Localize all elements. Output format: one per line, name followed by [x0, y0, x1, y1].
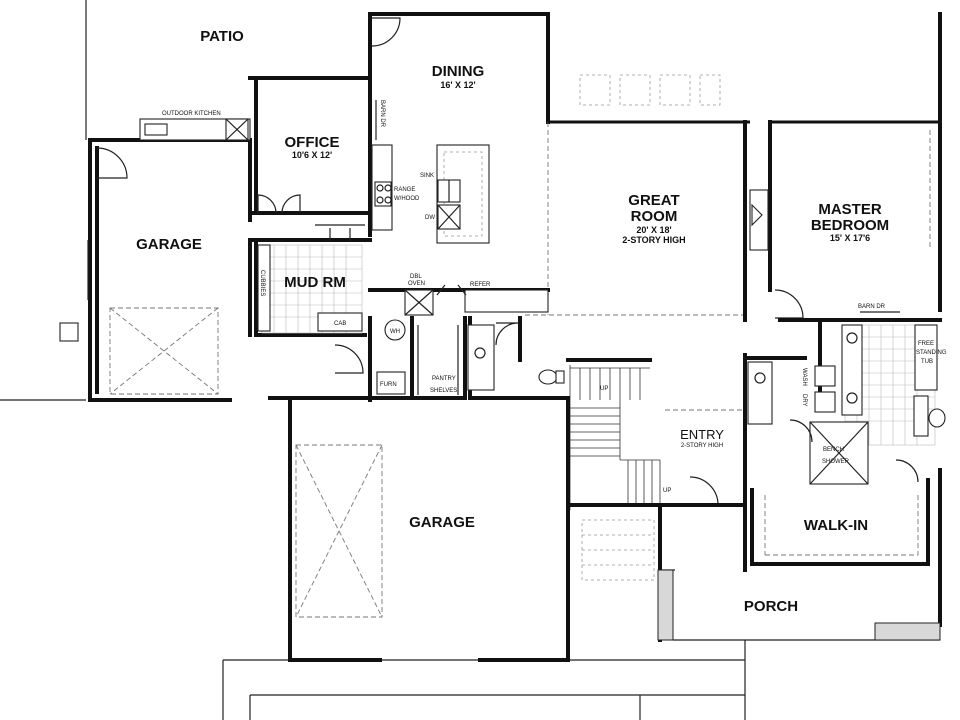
sink-label: SINK — [420, 173, 434, 179]
up-label-2: UP — [663, 488, 671, 494]
walk-in-label: WALK-IN — [804, 517, 868, 534]
dw-label: DW — [425, 215, 435, 221]
great-room-size: 20' X 18' — [636, 225, 671, 235]
dining-label: DINING — [432, 63, 485, 80]
wash-label: WASH — [801, 368, 807, 386]
main-garage-label: GARAGE — [409, 514, 475, 531]
hood-label: W/HOOD — [394, 196, 420, 202]
furn-label: FURN — [380, 382, 397, 388]
office-size: 10'6 X 12' — [292, 150, 332, 160]
kitchen-lower: DBL OVEN REFER PANTRY SHELVES FURN WH — [368, 274, 745, 400]
entry-note: 2-STORY HIGH — [681, 443, 723, 449]
post — [59, 322, 79, 342]
master-label-1: MASTER — [818, 201, 882, 218]
great-room — [548, 12, 942, 322]
patio-label: PATIO — [200, 28, 244, 45]
shower-label-2: SHOWER — [822, 459, 850, 465]
dry-label: DRY — [801, 394, 807, 407]
up-label-1: UP — [600, 386, 608, 392]
office-label: OFFICE — [285, 134, 340, 151]
tub-label-2: STANDING — [916, 350, 947, 356]
pantry-label-2: SHELVES — [430, 388, 457, 394]
room-labels: PATIO DINING 16' X 12' OFFICE 10'6 X 12'… — [136, 28, 889, 615]
great-room-label-2: ROOM — [631, 208, 678, 225]
dbl-oven-label-2: OVEN — [408, 281, 425, 287]
mud-room-label: MUD RM — [284, 274, 346, 291]
cubbies-label: CUBBIES — [259, 270, 265, 296]
cab-label: CAB — [334, 321, 346, 327]
tub-label-1: FREE — [918, 341, 934, 347]
stairs-entry: UP UP — [566, 358, 941, 642]
refer-label: REFER — [470, 282, 491, 288]
great-room-note: 2-STORY HIGH — [622, 235, 685, 245]
mud-room: CUBBIES CAB — [250, 224, 372, 374]
outdoor-kitchen-label: OUTDOOR KITCHEN — [162, 111, 221, 117]
pantry-label-1: PANTRY — [432, 376, 456, 382]
range-label: RANGE — [394, 187, 415, 193]
main-garage — [268, 396, 570, 662]
outdoor-kitchen: OUTDOOR KITCHEN — [139, 111, 251, 141]
master-size: 15' X 17'6 — [830, 233, 870, 243]
porch-label: PORCH — [744, 598, 798, 615]
left-garage-walls — [59, 138, 252, 402]
great-room-label-1: GREAT — [628, 192, 679, 209]
wh-label: WH — [390, 329, 400, 335]
dbl-oven-label-1: DBL — [410, 274, 422, 280]
entry-label: ENTRY — [680, 427, 724, 442]
dining-size: 16' X 12' — [440, 80, 475, 90]
barn-door-master-label: BARN DR — [858, 304, 886, 310]
left-garage-label: GARAGE — [136, 236, 202, 253]
dining-kitchen: RANGE W/HOOD SINK DW — [368, 12, 550, 315]
barn-door-office-label: BARN DR — [379, 100, 385, 128]
master-suite: BARN DR FREE STANDING TUB WASH DRY — [743, 289, 947, 627]
shower-label-1: BENCH — [823, 447, 844, 453]
office-walls: BARN DR — [248, 12, 385, 237]
tub-label-3: TUB — [921, 359, 933, 365]
master-label-2: BEDROOM — [811, 217, 889, 234]
